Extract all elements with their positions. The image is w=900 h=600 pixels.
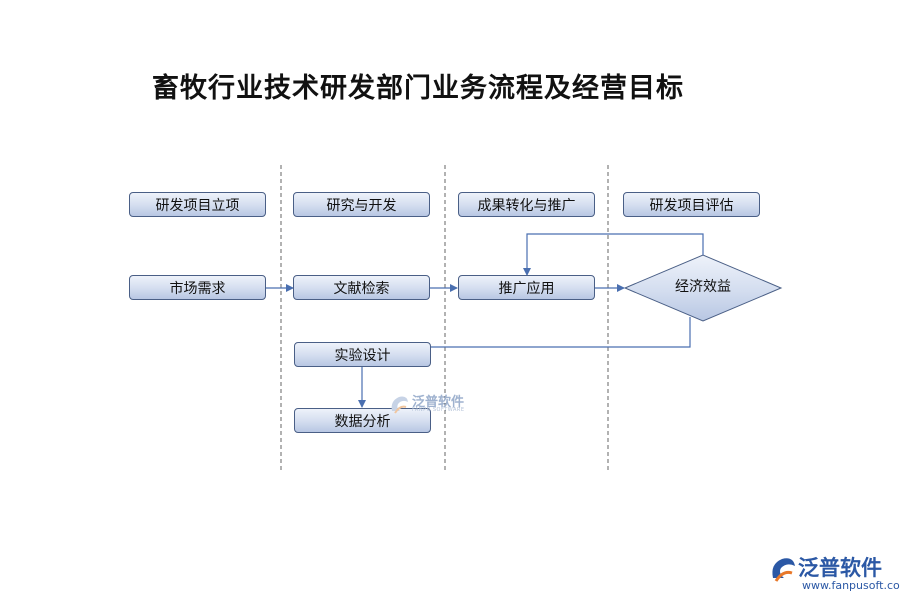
node-experiment-design: 实验设计 [294, 342, 431, 367]
connector-benefit-to-experiment [431, 317, 691, 348]
node-economic-benefit-label: 经济效益 [675, 279, 731, 295]
lane-header-research-development: 研究与开发 [293, 192, 430, 217]
decision-diamond [623, 254, 783, 322]
node-data-analysis: 数据分析 [294, 408, 431, 433]
brand-logo: 泛普软件 www.fanpusoft.com [768, 552, 900, 594]
brand-logo-icon [772, 558, 795, 582]
node-promotion-application: 推广应用 [458, 275, 595, 300]
watermark: 泛普软件 FANPU SOFTWARE [388, 391, 488, 417]
lane-header-project-evaluation: 研发项目评估 [623, 192, 760, 217]
brand-name: 泛普软件 [798, 556, 882, 580]
node-market-demand: 市场需求 [129, 275, 266, 300]
lane-header-project-initiation: 研发项目立项 [129, 192, 266, 217]
node-literature-search: 文献检索 [293, 275, 430, 300]
watermark-sub: FANPU SOFTWARE [412, 407, 465, 413]
lane-header-transfer-promotion: 成果转化与推广 [458, 192, 595, 217]
diagram-title: 畜牧行业技术研发部门业务流程及经营目标 [152, 73, 684, 104]
arrow-benefit-to-promotion [523, 233, 704, 276]
watermark-logo-icon [391, 396, 408, 414]
brand-url: www.fanpusoft.com [802, 579, 900, 592]
watermark-brand: 泛普软件 [412, 395, 465, 410]
